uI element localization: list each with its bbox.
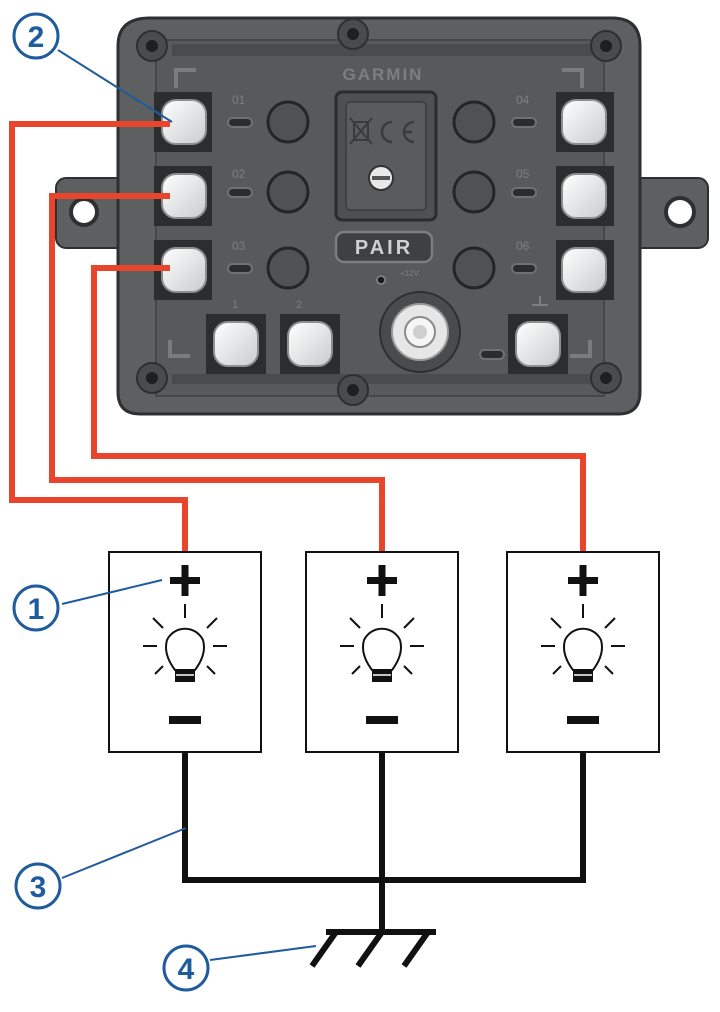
channel-label-01: 01 <box>232 93 246 107</box>
lamp-1 <box>108 551 262 753</box>
callout-2-number: 2 <box>28 21 45 54</box>
callout-2: 2 <box>12 12 173 123</box>
plus-terminal-icon <box>568 565 598 596</box>
callout-3: 3 <box>14 827 187 910</box>
callout-3-number: 3 <box>30 871 47 904</box>
lamp-3 <box>506 551 660 753</box>
power-stud <box>379 291 461 373</box>
label-plate <box>334 90 438 222</box>
channel-label-03: 03 <box>232 239 246 253</box>
channel-label-02: 02 <box>232 167 246 181</box>
bottom-label-2: 2 <box>296 299 302 311</box>
screw-post-bottom <box>337 374 369 406</box>
screw-post-bl <box>136 362 168 394</box>
screw-post-tl <box>136 30 168 62</box>
screw-post-br <box>590 362 622 394</box>
minus-terminal-icon <box>169 716 201 724</box>
minus-terminal-icon <box>567 716 599 724</box>
callout-1-number: 1 <box>28 593 45 626</box>
terminal-bottom-ground <box>508 314 568 374</box>
wire-channel-3 <box>91 265 586 552</box>
terminal-06 <box>556 240 614 300</box>
pair-button[interactable]: PAIR <box>334 230 434 264</box>
terminal-04 <box>556 92 614 152</box>
brand-logo: GARMIN <box>343 65 424 84</box>
plus-terminal-icon <box>367 565 397 596</box>
ground-wires <box>182 752 586 930</box>
light-bulb-icon <box>541 604 625 682</box>
terminal-bottom-2 <box>280 314 340 374</box>
channel-label-06: 06 <box>516 239 530 253</box>
channel-label-04: 04 <box>516 93 530 107</box>
status-led <box>376 275 386 285</box>
minus-terminal-icon <box>366 716 398 724</box>
positive-wires <box>9 121 586 552</box>
terminal-03 <box>154 240 212 300</box>
wire-channel-2 <box>49 193 385 552</box>
callout-1: 1 <box>12 579 163 632</box>
terminal-bottom-1 <box>206 314 266 374</box>
light-bulb-icon <box>340 604 424 682</box>
light-bulb-icon <box>143 604 227 682</box>
channel-buttons <box>266 100 496 290</box>
power-label: +12V <box>400 269 420 278</box>
lamp-2 <box>305 551 459 753</box>
pair-label: PAIR <box>355 237 413 259</box>
ce-mark-icon <box>380 120 415 144</box>
callout-4-number: 4 <box>178 953 195 986</box>
screw-post-top <box>337 18 369 50</box>
indicator-dashes <box>227 117 537 360</box>
plus-terminal-icon <box>170 565 200 596</box>
chassis-ground-icon <box>309 929 436 968</box>
bottom-label-1: 1 <box>232 299 238 311</box>
channel-label-05: 05 <box>516 167 530 181</box>
callout-4: 4 <box>162 944 317 992</box>
control-box: GARMIN PAIR +12 <box>55 16 709 416</box>
ground-symbol-icon <box>532 296 548 306</box>
weee-bin-icon <box>349 117 373 145</box>
terminal-05 <box>556 166 614 226</box>
wire-channel-1 <box>9 121 188 552</box>
screw-post-tr <box>590 30 622 62</box>
